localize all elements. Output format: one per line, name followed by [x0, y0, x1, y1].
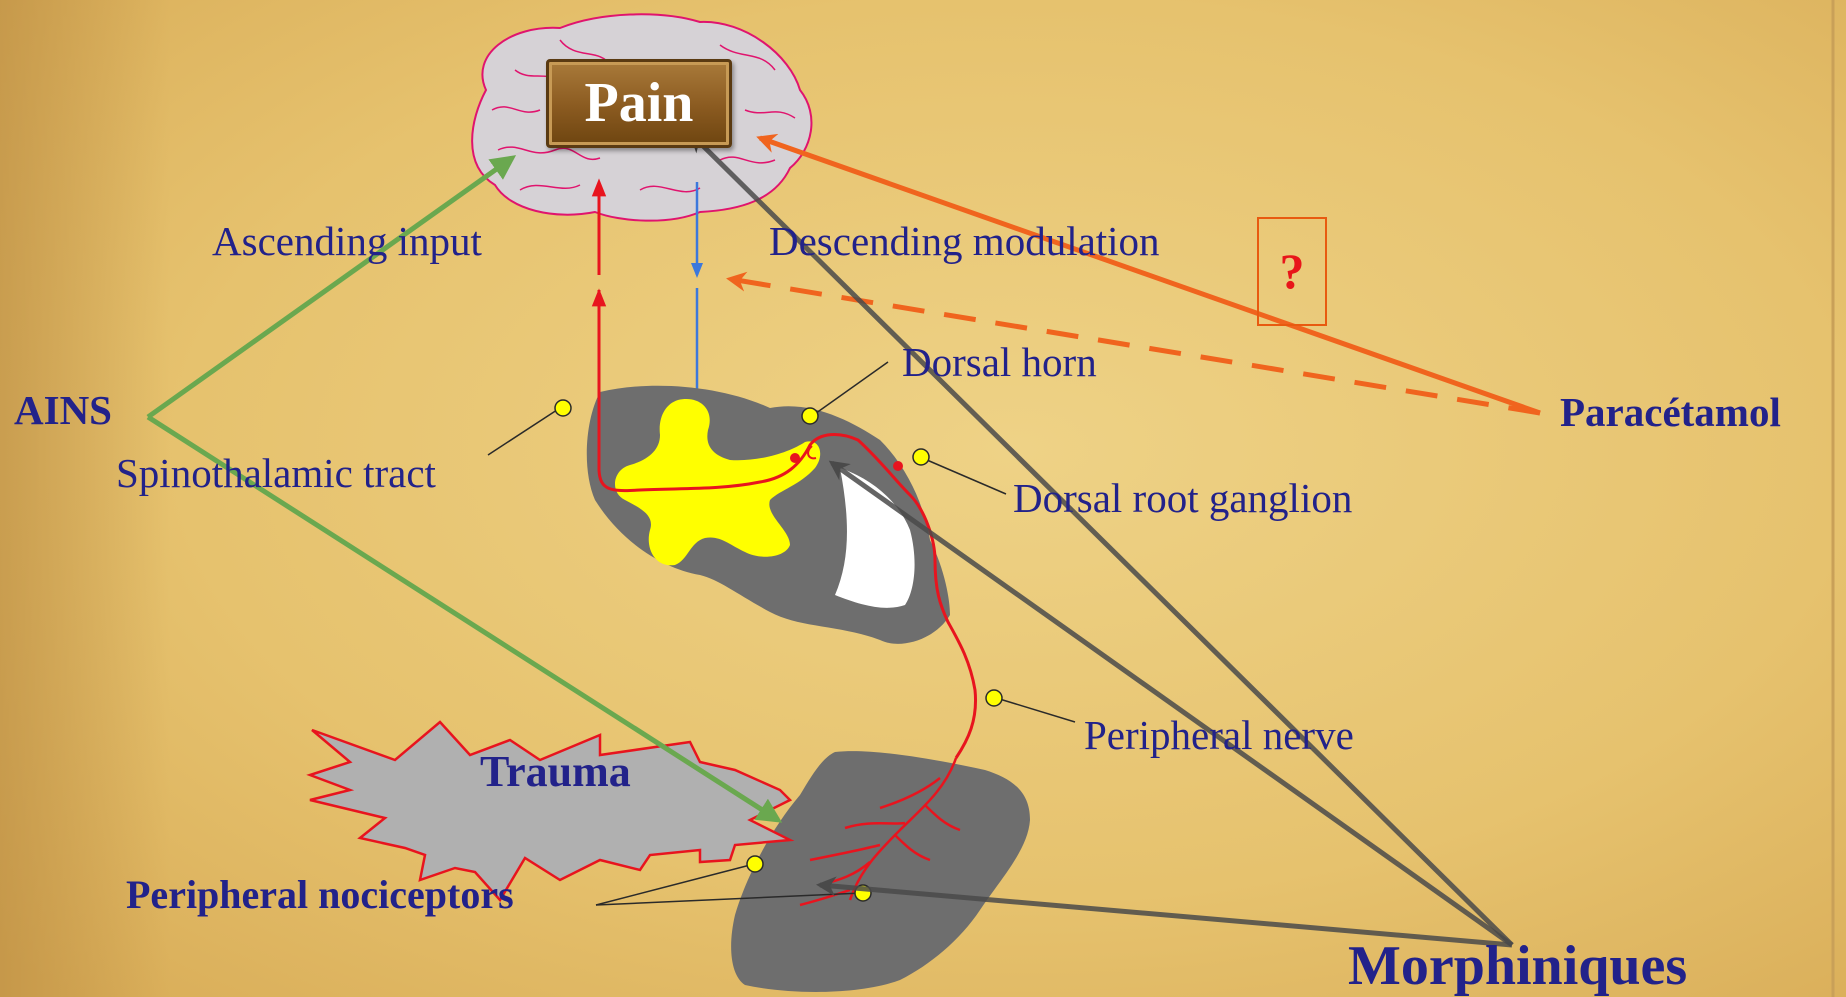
- ascending-input-label: Ascending input: [212, 221, 482, 262]
- trauma-label: Trauma: [480, 750, 631, 794]
- ganglion-soma: [893, 461, 903, 471]
- dorsal-horn-label: Dorsal horn: [902, 342, 1097, 383]
- parchment-edge: [0, 0, 170, 997]
- pain-box: Pain: [546, 59, 732, 148]
- descending-modulation-label: Descending modulation: [769, 221, 1160, 262]
- spinothalamic-tract-label: Spinothalamic tract: [116, 453, 436, 494]
- ains-label: AINS: [14, 390, 112, 431]
- peripheral-nerve-label: Peripheral nerve: [1084, 715, 1354, 756]
- dorsal-horn-synapse: [790, 453, 800, 463]
- peripheral-nociceptors-label: Peripheral nociceptors: [126, 875, 514, 915]
- question-mark-box: ?: [1257, 217, 1327, 326]
- paracetamol-label: Paracétamol: [1560, 392, 1781, 433]
- dorsal-root-ganglion-label: Dorsal root ganglion: [1013, 478, 1352, 519]
- morphiniques-label: Morphiniques: [1348, 938, 1687, 994]
